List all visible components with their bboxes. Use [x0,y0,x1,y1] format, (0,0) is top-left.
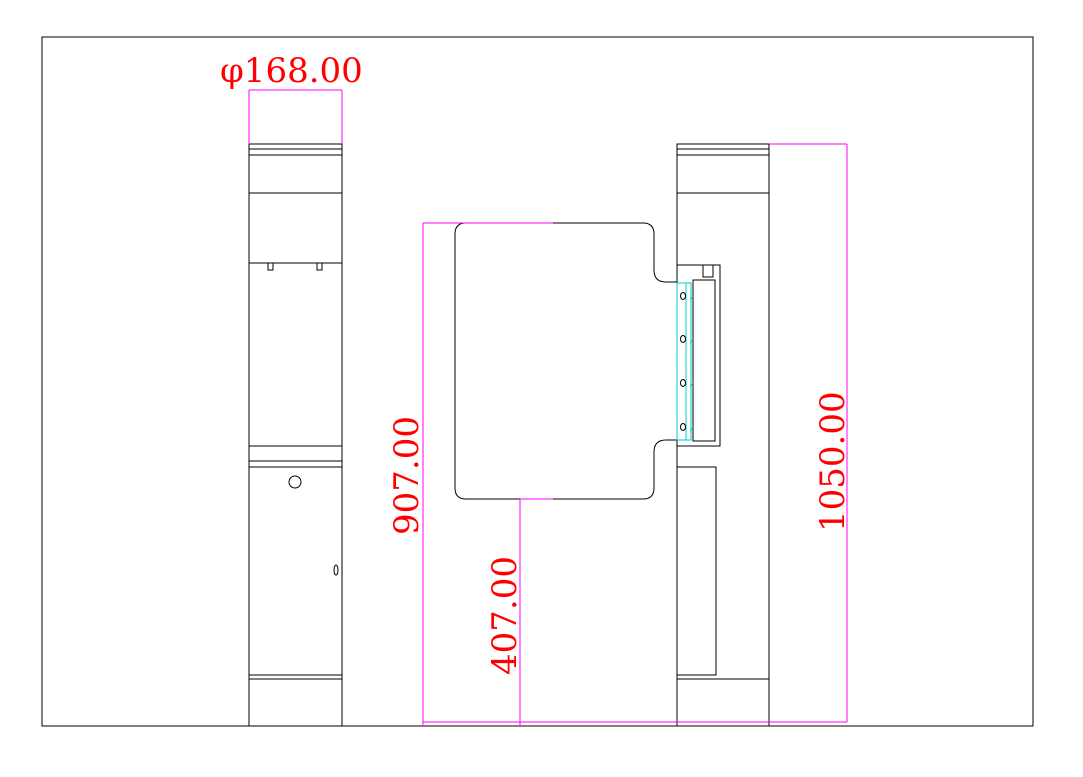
flap-door [454,222,678,500]
hinge-bolt-icon [680,379,686,387]
flap-top-height-label: 907.00 [387,416,427,535]
right-pillar-panel [676,466,717,676]
hinge-bolt-icon [680,292,686,300]
hinge-detail [676,282,694,441]
keyhole-icon [288,475,302,489]
hinge-bolt-icon [680,335,686,343]
left-pillar-body [248,143,343,727]
total-height-label: 1050.00 [813,391,853,532]
flap-bottom-height-dimension: 407.00 [485,498,553,726]
drawing-frame [41,36,1034,727]
diameter-dimension: φ168.00 [220,51,363,144]
flap-top-height-dimension: 907.00 [387,222,553,726]
hinge-plate [692,279,716,442]
left-pillar-door [248,466,343,676]
hinge-bolt-icon [680,423,686,431]
flap-bottom-height-label: 407.00 [485,556,525,675]
total-height-dimension: 1050.00 [769,143,853,722]
diameter-label: φ168.00 [220,51,363,91]
door-latch-icon [333,564,339,576]
flap-outline [454,222,678,500]
left-pillar [248,143,343,727]
